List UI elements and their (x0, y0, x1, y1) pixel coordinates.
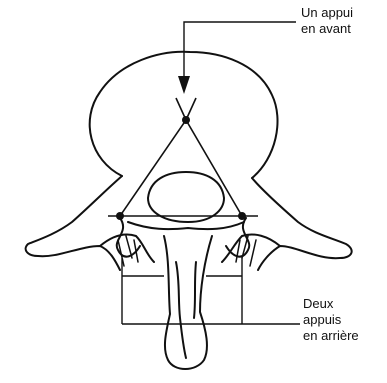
rear-supports-label-line3: en arrière (303, 328, 359, 344)
front-arrow-head (178, 76, 190, 94)
spinous-inner-right (194, 262, 196, 318)
spinal-canal (148, 172, 224, 222)
shading-left (118, 236, 138, 266)
rear-support-point-left (116, 212, 124, 220)
lamina-inner (128, 222, 244, 229)
triangle-left-edge (120, 120, 186, 216)
rear-supports-label-line2: appuis (303, 312, 359, 328)
front-support-point (182, 116, 190, 124)
left-transverse-process (26, 176, 122, 270)
front-support-label: Un appui en avant (301, 5, 353, 37)
spinous-process (164, 236, 212, 369)
front-support-label-line1: Un appui (301, 5, 353, 21)
rear-supports-label: Deux appuis en arrière (303, 296, 359, 344)
right-transverse-process (252, 178, 352, 270)
lamina-curve-right (222, 234, 280, 262)
triangle-right-edge (186, 120, 242, 216)
spinous-inner-left (176, 262, 186, 358)
rear-support-point-right (238, 212, 246, 220)
rear-supports-label-line1: Deux (303, 296, 359, 312)
front-support-label-line2: en avant (301, 21, 353, 37)
